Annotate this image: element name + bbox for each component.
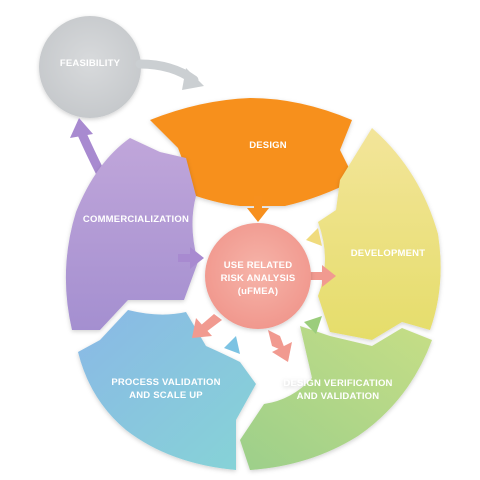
design-segment: DESIGN — [150, 98, 355, 206]
development-label: DEVELOPMENT — [351, 248, 426, 259]
center-label-line1: USE RELATED — [224, 260, 293, 271]
development-arrow — [306, 228, 322, 246]
center-node: USE RELATED RISK ANALYSIS (uFMEA) — [205, 223, 311, 329]
feasibility-circle — [39, 16, 141, 118]
commercialization-to-feasibility-arrow — [70, 118, 105, 177]
verification-to-center-arrow — [304, 316, 322, 334]
design-label: DESIGN — [249, 140, 287, 151]
commercialization-label: COMMERCIALIZATION — [83, 214, 189, 225]
center-to-process-arrow — [192, 314, 222, 338]
center-to-development-arrow — [310, 265, 336, 287]
commercialization-to-center-arrow — [178, 247, 204, 269]
process-label-line1: PROCESS VALIDATION — [111, 377, 220, 388]
process-to-center-arrow — [224, 336, 240, 354]
design-to-center-arrow — [247, 196, 269, 222]
center-circle — [205, 223, 311, 329]
verification-label-line2: AND VALIDATION — [297, 391, 380, 402]
design-verification-segment: DESIGN VERIFICATION AND VALIDATION — [240, 326, 432, 470]
verification-label-line1: DESIGN VERIFICATION — [283, 378, 392, 389]
center-label-line2: RISK ANALYSIS — [221, 273, 296, 284]
process-validation-segment: PROCESS VALIDATION AND SCALE UP — [78, 310, 256, 470]
feasibility-label: FEASIBILITY — [60, 58, 121, 69]
center-to-verification-arrow — [268, 330, 292, 362]
center-label-line3: (uFMEA) — [238, 286, 278, 297]
feasibility-node: FEASIBILITY — [39, 16, 141, 118]
development-segment: DEVELOPMENT — [318, 128, 441, 340]
process-label-line2: AND SCALE UP — [129, 390, 203, 401]
commercialization-segment: COMMERCIALIZATION — [65, 138, 198, 330]
feasibility-to-design-arrow — [135, 59, 204, 90]
